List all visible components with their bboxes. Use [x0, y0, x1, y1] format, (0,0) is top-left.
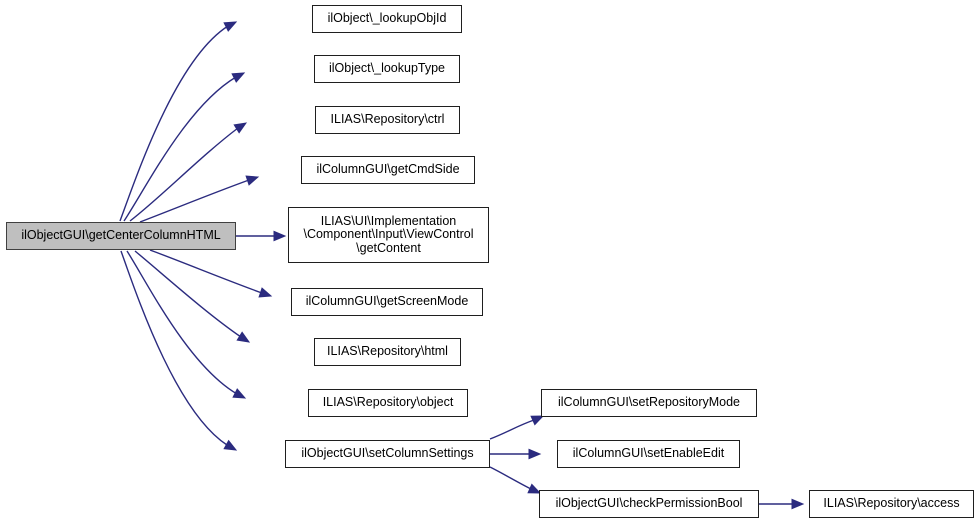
graph-node-n6[interactable]: ilColumnGUI\getScreenMode — [291, 288, 483, 316]
edge-arrowhead — [232, 388, 247, 399]
edge-arrowhead — [258, 287, 273, 298]
call-edge — [123, 76, 237, 222]
edge-arrowhead — [530, 415, 545, 426]
graph-node-label: ilObjectGUI\setColumnSettings — [301, 446, 474, 461]
graph-node-label: ilObjectGUI\getCenterColumnHTML — [21, 228, 221, 243]
edge-arrowhead — [236, 331, 251, 343]
graph-node-label: ILIAS\Repository\ctrl — [330, 112, 445, 127]
graph-node-n7[interactable]: ILIAS\Repository\html — [314, 338, 461, 366]
call-edge — [120, 250, 228, 446]
graph-node-n9[interactable]: ilObjectGUI\setColumnSettings — [285, 440, 490, 468]
graph-node-label: ilColumnGUI\getScreenMode — [305, 294, 469, 309]
edge-arrowhead — [273, 230, 287, 242]
graph-node-n12[interactable]: ilObjectGUI\checkPermissionBool — [539, 490, 759, 518]
edge-arrowhead — [245, 175, 260, 186]
graph-node-label: ILIAS\UI\Implementation \Component\Input… — [303, 213, 474, 255]
call-edge — [134, 250, 242, 338]
edge-arrowhead — [791, 498, 805, 510]
graph-node-n5[interactable]: ILIAS\UI\Implementation \Component\Input… — [288, 207, 489, 263]
call-edge — [149, 249, 263, 294]
graph-node-label: ilObject\_lookupType — [328, 61, 446, 76]
edge-arrowhead — [528, 448, 542, 460]
graph-node-n11[interactable]: ilColumnGUI\setEnableEdit — [557, 440, 740, 468]
edge-arrowhead — [527, 483, 542, 494]
edge-arrowhead — [233, 122, 248, 134]
edge-arrowhead — [231, 72, 246, 83]
graph-node-n8[interactable]: ILIAS\Repository\object — [308, 389, 468, 417]
call-edge — [126, 250, 238, 395]
call-edge — [119, 25, 229, 222]
graph-node-label: ILIAS\Repository\object — [322, 395, 454, 410]
graph-node-n10[interactable]: ilColumnGUI\setRepositoryMode — [541, 389, 757, 417]
graph-node-n1[interactable]: ilObject\_lookupObjId — [312, 5, 462, 33]
graph-node-label: ilObjectGUI\checkPermissionBool — [555, 496, 743, 511]
graph-node-label: ilObject\_lookupObjId — [327, 11, 447, 26]
graph-node-n4[interactable]: ilColumnGUI\getCmdSide — [301, 156, 475, 184]
call-edge — [129, 127, 239, 222]
graph-node-n2[interactable]: ilObject\_lookupType — [314, 55, 460, 83]
graph-node-n3[interactable]: ILIAS\Repository\ctrl — [315, 106, 460, 134]
graph-node-n0[interactable]: ilObjectGUI\getCenterColumnHTML — [6, 222, 236, 250]
graph-node-label: ilColumnGUI\setRepositoryMode — [557, 395, 740, 410]
graph-node-label: ILIAS\Repository\access — [823, 496, 960, 511]
call-edge — [489, 419, 535, 440]
graph-node-label: ilColumnGUI\getCmdSide — [316, 162, 460, 177]
graph-node-label: ilColumnGUI\setEnableEdit — [572, 446, 725, 461]
edge-arrowhead — [223, 21, 238, 32]
edge-arrowhead — [223, 439, 238, 451]
graph-node-label: ILIAS\Repository\html — [327, 344, 448, 359]
call-edge — [139, 179, 250, 223]
graph-node-n13[interactable]: ILIAS\Repository\access — [809, 490, 974, 518]
call-edge — [489, 466, 532, 490]
